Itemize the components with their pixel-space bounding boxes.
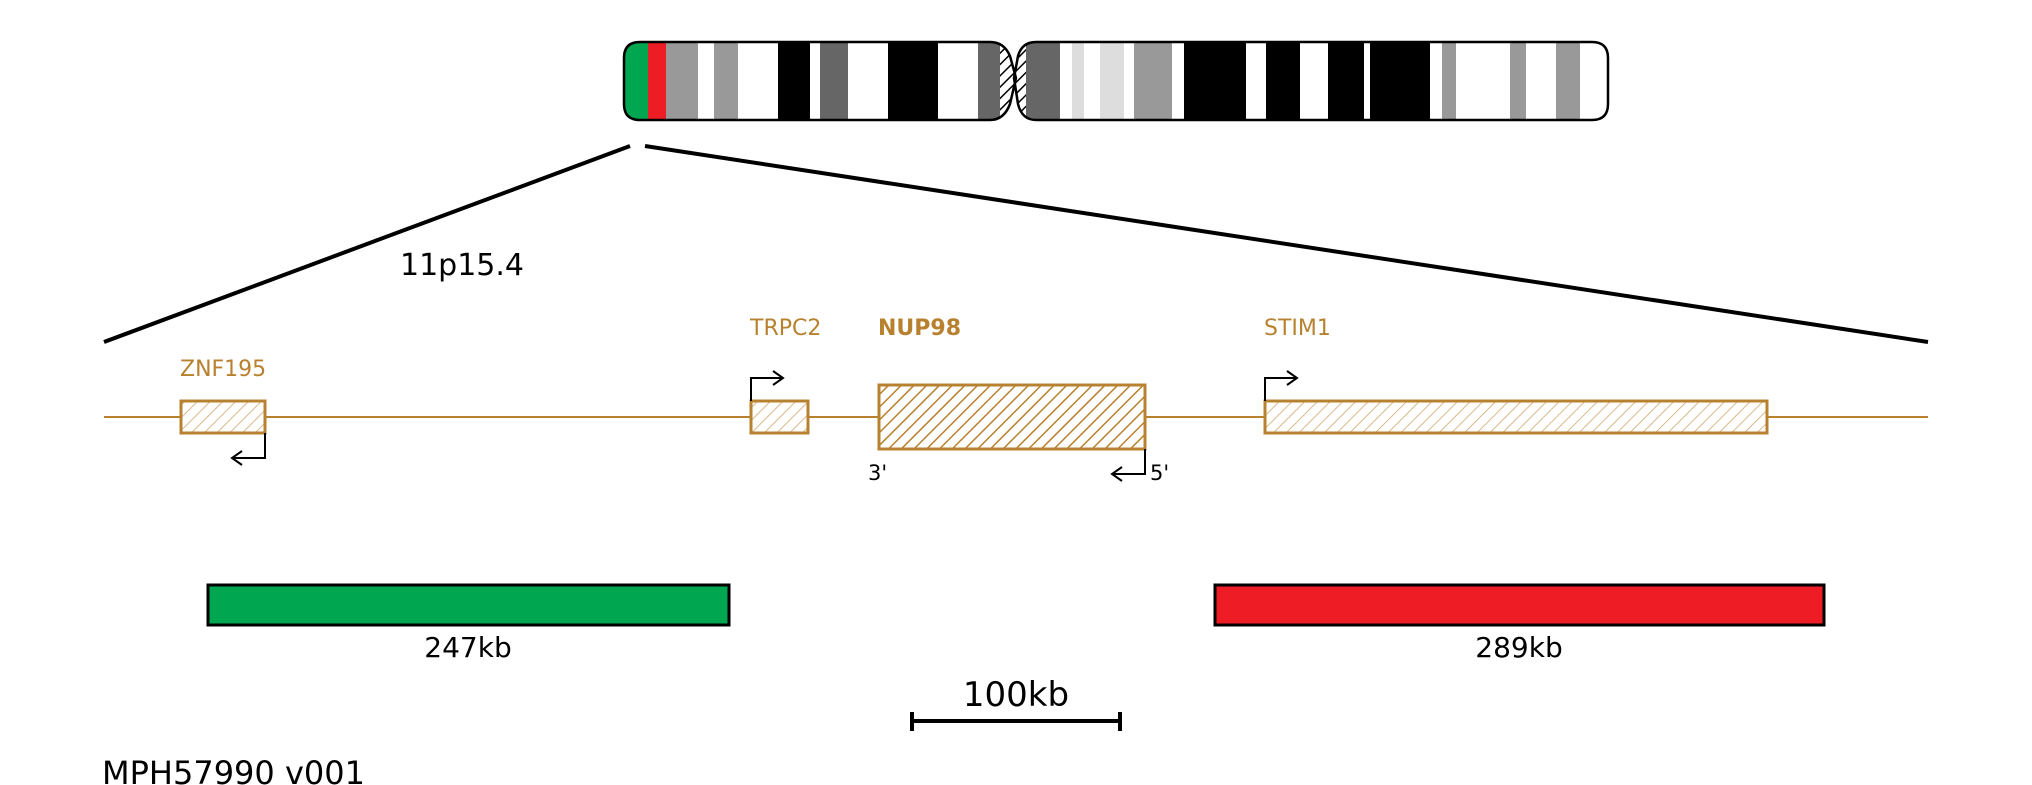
region-label: 11p15.4 [400,248,524,283]
probe-red-bar [1213,583,1826,627]
gene-nup98-box [877,383,1147,451]
probe-green-size-label: 247kb [424,631,511,664]
probe-green-bar [206,583,731,627]
gene-nup98: NUP98 3' 5' [868,316,1169,485]
gene-stim1-strand-arrow-icon [1264,370,1299,401]
zoom-lines [103,144,1929,344]
gene-stim1-box [1263,399,1769,435]
gene-znf195-strand-arrow-icon [230,433,266,466]
gene-nup98-3prime-label: 3' [868,461,887,485]
chromosome-ideogram [622,40,1610,122]
chromosome-p-arm-outline [622,40,1018,122]
gene-nup98-5prime-label: 5' [1150,461,1169,485]
chromosome-q-arm [1014,42,1608,120]
gene-trpc2: TRPC2 [749,316,821,435]
zoom-line-left [103,144,631,344]
gene-stim1: STIM1 [1263,316,1769,435]
gene-znf195-box [179,399,267,435]
gene-znf195-label: ZNF195 [180,357,266,382]
probe-green-locus-mark [624,42,648,120]
probe-red-size-label: 289kb [1475,631,1562,664]
gene-trpc2-box [749,399,810,435]
probe-id-label: MPH57990 v001 [102,754,365,785]
scale-bar-label: 100kb [963,675,1069,715]
gene-trpc2-strand-arrow-icon [750,370,785,401]
probe-green: 247kb [206,583,731,664]
chromosome-p-arm [624,42,1016,120]
probe-red-locus-mark [648,42,666,120]
gene-stim1-label: STIM1 [1264,316,1331,341]
probe-red: 289kb [1213,583,1826,664]
gene-nup98-label: NUP98 [878,316,961,341]
gene-nup98-strand-arrow-icon [1110,449,1146,482]
zoom-line-right [644,144,1929,344]
scale-bar: 100kb [910,675,1122,731]
gene-track: ZNF195 TRPC2 NUP98 3' 5' [104,316,1928,485]
chromosome-q-arm-outline [1012,40,1610,122]
gene-znf195: ZNF195 [179,357,267,466]
gene-trpc2-label: TRPC2 [749,316,821,341]
